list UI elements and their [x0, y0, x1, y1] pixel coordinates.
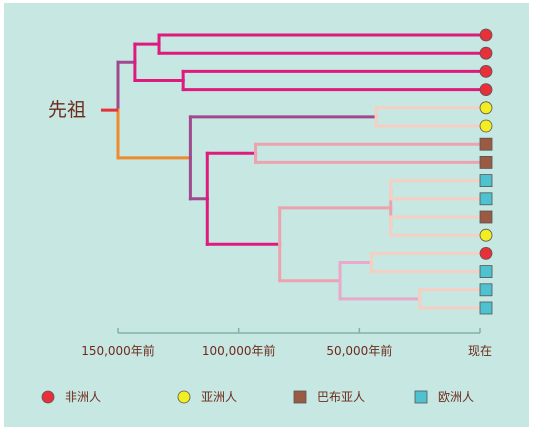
leaf-marker-european	[479, 174, 493, 188]
leaf-marker-african	[479, 28, 493, 42]
legend-marker-african	[41, 390, 55, 404]
axis-tick-label: 现在	[468, 344, 492, 358]
legend-marker-european	[414, 390, 428, 404]
leaf-marker-asian	[479, 101, 493, 115]
legend-label-asian: 亚洲人	[201, 390, 237, 404]
leaf-marker-african	[479, 246, 493, 260]
legend: 非洲人 亚洲人 巴布亚人 欧洲人	[41, 390, 474, 404]
branch-lines	[116, 33, 482, 310]
time-axis: 150,000年前 100,000年前 50,000年前 现在	[81, 328, 492, 358]
legend-label-african: 非洲人	[65, 390, 101, 404]
leaf-marker-asian	[479, 119, 493, 133]
leaf-marker-african	[479, 65, 493, 78]
leaf-marker-papuan	[479, 210, 493, 224]
legend-label-european: 欧洲人	[438, 390, 474, 404]
legend-label-papuan: 巴布亚人	[317, 390, 365, 404]
axis-tick-label: 50,000年前	[326, 343, 392, 358]
legend-marker-papuan	[293, 390, 307, 404]
axis-tick-label: 100,000年前	[202, 343, 276, 358]
leaf-marker-asian	[479, 228, 493, 242]
leaf-marker-papuan	[479, 155, 493, 169]
leaf-marker-african	[479, 83, 493, 96]
leaf-marker-papuan	[479, 137, 493, 151]
leaf-markers	[479, 28, 493, 315]
leaf-marker-european	[479, 192, 493, 206]
leaf-marker-european	[479, 301, 493, 315]
leaf-marker-european	[479, 265, 493, 279]
leaf-marker-european	[479, 283, 493, 297]
leaf-marker-african	[479, 46, 493, 60]
diagram-background	[4, 3, 529, 427]
axis-tick-label: 150,000年前	[81, 343, 155, 358]
legend-marker-asian	[177, 390, 191, 404]
root-label: 先祖	[48, 99, 86, 121]
